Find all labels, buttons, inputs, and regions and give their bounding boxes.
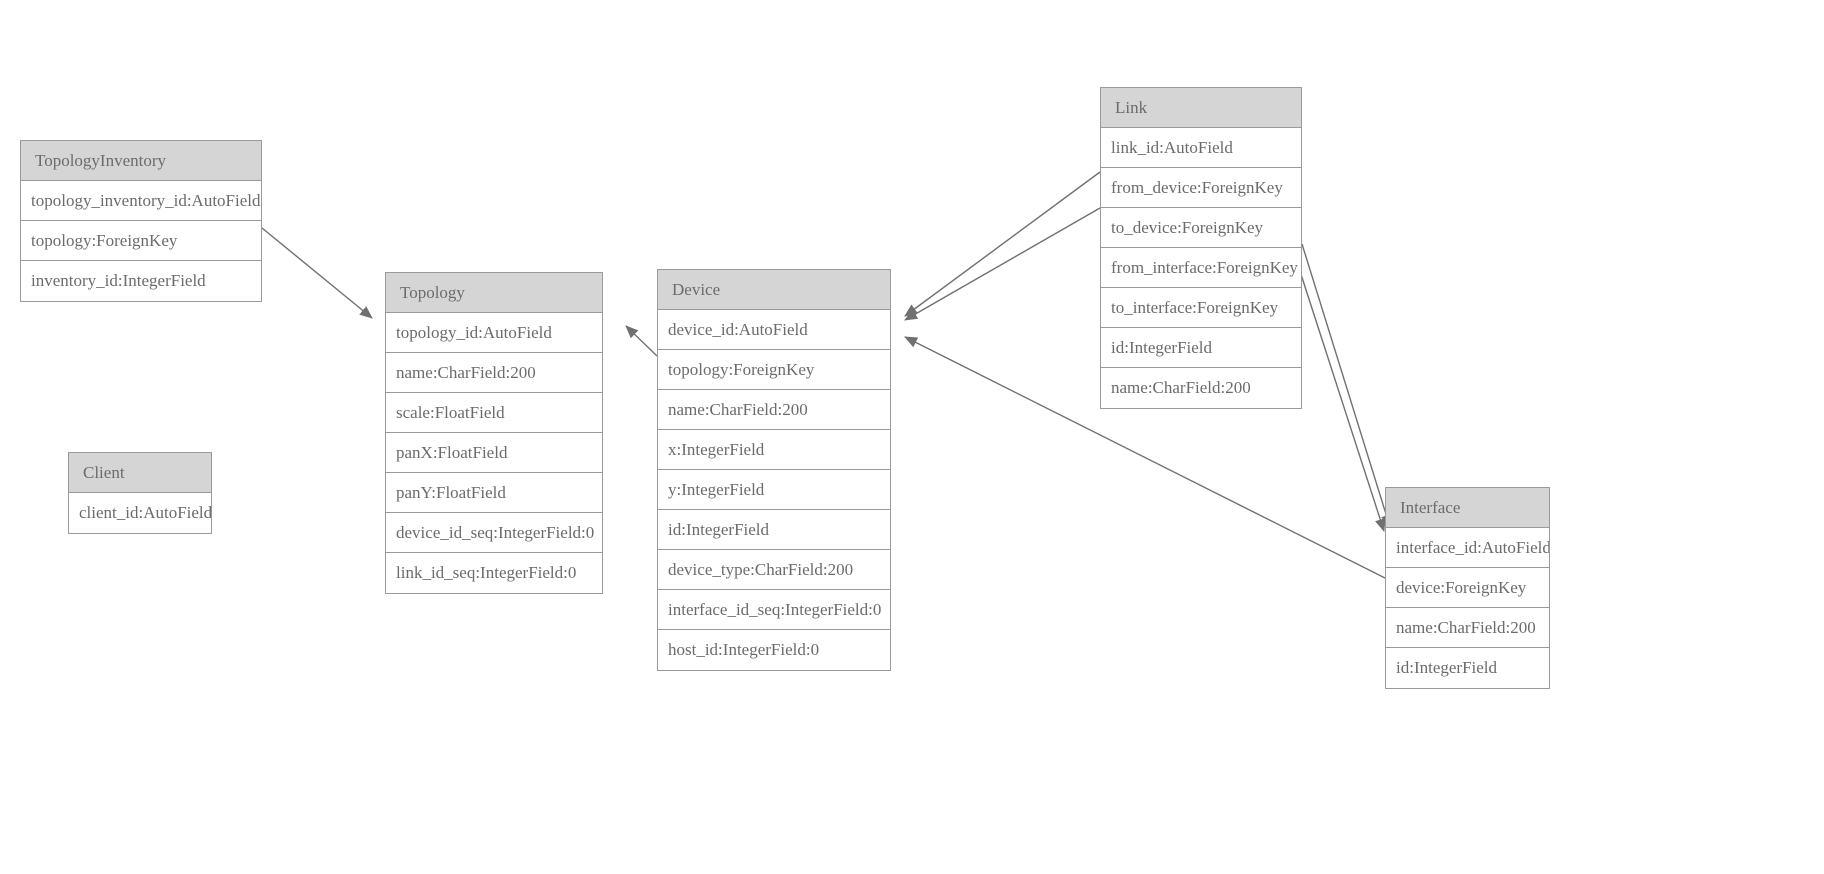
entity-field[interactable]: device_id_seq:IntegerField:0 (386, 513, 602, 553)
entity-field[interactable]: scale:FloatField (386, 393, 602, 433)
entity-field[interactable]: name:CharField:200 (1111, 378, 1251, 397)
entity-field[interactable]: device_type:CharField:200 (658, 550, 890, 590)
entity-title-topology-inventory: TopologyInventory (21, 141, 261, 181)
entity-field[interactable]: link_id_seq:IntegerField:0 (396, 563, 577, 582)
entity-device[interactable]: Device device_id:AutoField topology:Fore… (657, 269, 891, 671)
entity-title-topology: Topology (386, 273, 602, 313)
entity-field[interactable]: id:IntegerField (1396, 658, 1498, 677)
entity-field[interactable]: x:IntegerField (658, 430, 890, 470)
entity-fields-client: client_id:AutoField (69, 493, 211, 533)
entity-field[interactable]: y:IntegerField (658, 470, 890, 510)
edge-device-topology (625, 325, 658, 357)
entity-fields-topology-inventory: topology_inventory_id:AutoField topology… (21, 181, 261, 301)
edge-link-from-interface (1301, 243, 1392, 528)
edge-link-to-device (904, 207, 1101, 321)
entity-field[interactable]: device:ForeignKey (1386, 568, 1549, 608)
entity-field[interactable]: inventory_id:IntegerField (31, 271, 206, 290)
entity-topology-inventory[interactable]: TopologyInventory topology_inventory_id:… (20, 140, 262, 302)
entity-field[interactable]: interface_id_seq:IntegerField:0 (658, 590, 890, 630)
entity-field[interactable]: topology:ForeignKey (21, 221, 261, 261)
entity-field[interactable]: link_id:AutoField (1101, 128, 1301, 168)
entity-fields-topology: topology_id:AutoField name:CharField:200… (386, 313, 602, 593)
entity-link[interactable]: Link link_id:AutoField from_device:Forei… (1100, 87, 1302, 409)
entity-field[interactable]: name:CharField:200 (1386, 608, 1549, 648)
entity-field[interactable]: name:CharField:200 (386, 353, 602, 393)
entity-field[interactable]: id:IntegerField (658, 510, 890, 550)
edge-topologyinventory-topology (261, 227, 373, 319)
entity-interface[interactable]: Interface interface_id:AutoField device:… (1385, 487, 1550, 689)
edge-link-from-device (904, 171, 1101, 317)
entity-field[interactable]: name:CharField:200 (658, 390, 890, 430)
entity-field[interactable]: topology_inventory_id:AutoField (21, 181, 261, 221)
entity-fields-link: link_id:AutoField from_device:ForeignKey… (1101, 128, 1301, 408)
entity-title-interface: Interface (1386, 488, 1549, 528)
entity-field[interactable]: device_id:AutoField (658, 310, 890, 350)
entity-field[interactable]: topology_id:AutoField (386, 313, 602, 353)
entity-field[interactable]: to_device:ForeignKey (1101, 208, 1301, 248)
entity-field[interactable]: id:IntegerField (1101, 328, 1301, 368)
entity-topology[interactable]: Topology topology_id:AutoField name:Char… (385, 272, 603, 594)
entity-field[interactable]: client_id:AutoField (79, 503, 211, 522)
entity-field[interactable]: from_interface:ForeignKey (1101, 248, 1301, 288)
entity-fields-interface: interface_id:AutoField device:ForeignKey… (1386, 528, 1549, 688)
edge-link-to-interface (1296, 261, 1386, 532)
entity-field[interactable]: host_id:IntegerField:0 (668, 640, 820, 659)
entity-field[interactable]: panY:FloatField (386, 473, 602, 513)
entity-field[interactable]: to_interface:ForeignKey (1101, 288, 1301, 328)
entity-field[interactable]: from_device:ForeignKey (1101, 168, 1301, 208)
entity-client[interactable]: Client client_id:AutoField (68, 452, 212, 534)
entity-field[interactable]: interface_id:AutoField (1386, 528, 1549, 568)
entity-title-link: Link (1101, 88, 1301, 128)
entity-title-device: Device (658, 270, 890, 310)
entity-field[interactable]: panX:FloatField (386, 433, 602, 473)
entity-title-client: Client (69, 453, 211, 493)
entity-fields-device: device_id:AutoField topology:ForeignKey … (658, 310, 890, 670)
entity-field[interactable]: topology:ForeignKey (658, 350, 890, 390)
